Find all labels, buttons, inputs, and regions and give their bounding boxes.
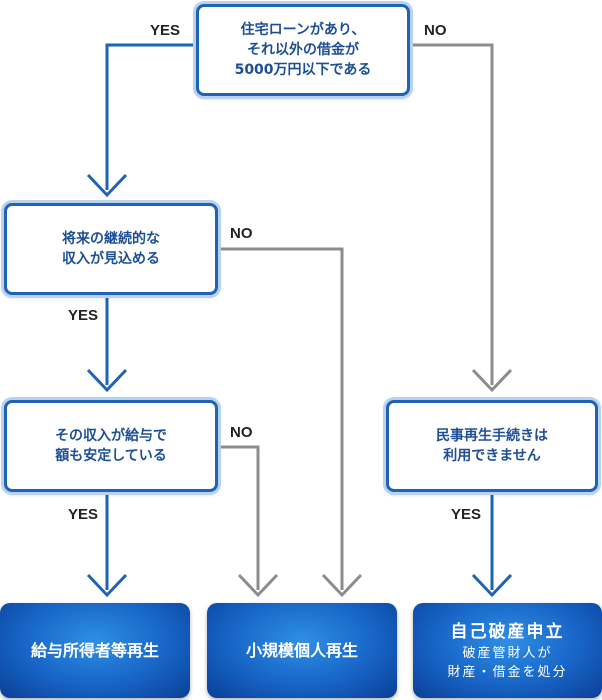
civil-rehabilitation-unavailable-line-2: 利用できません: [443, 448, 541, 464]
q1-yes-label: YES: [150, 22, 181, 39]
q3-yes-arrowhead: [86, 573, 128, 598]
result-bankruptcy-petition-sub-2: 財産・借金を処分: [447, 664, 568, 680]
q2-no-arrowhead: [321, 573, 363, 598]
civil-rehabilitation-unavailable-box: 民事再生手続きは 利用できません: [386, 400, 598, 492]
result-bankruptcy-petition-sub-1: 破産管財人が: [462, 645, 553, 661]
question-stable-salary-line-2: 額も安定している: [55, 448, 167, 464]
q2-no-label: NO: [230, 225, 253, 242]
result-bankruptcy-petition: 自己破産申立 破産管財人が 財産・借金を処分: [413, 603, 602, 698]
question-future-income-box: 将来の継続的な 収入が見込める: [4, 203, 218, 295]
result-bankruptcy-petition-title: 自己破産申立: [450, 621, 565, 642]
civil-rehabilitation-unavailable-line-1: 民事再生手続きは: [436, 428, 548, 444]
question-future-income-line-2: 収入が見込める: [62, 251, 160, 267]
q1-no-arrowhead: [471, 368, 513, 393]
result-small-scale-rehabilitation: 小規模個人再生: [207, 603, 397, 698]
q1-yes-arrowhead: [86, 173, 128, 198]
question-stable-salary-line-1: その収入が給与で: [55, 428, 167, 444]
question-mortgage-debt-box: 住宅ローンがあり、 それ以外の借金が 5000万円以下である: [196, 4, 410, 96]
q2-yes-label: YES: [68, 307, 99, 324]
note-yes-arrowhead: [471, 573, 513, 598]
result-salary-earner-rehabilitation-title: 給与所得者等再生: [30, 640, 159, 660]
result-small-scale-rehabilitation-title: 小規模個人再生: [245, 640, 358, 660]
q3-no-arrowhead: [237, 573, 279, 598]
q3-no-connector: [218, 445, 260, 590]
q1-no-connector: [410, 43, 494, 385]
q3-yes-label: YES: [68, 506, 99, 523]
q2-no-connector: [218, 247, 344, 590]
note-yes-label: YES: [451, 506, 482, 523]
q3-no-label: NO: [230, 424, 253, 441]
question-future-income-line-1: 将来の継続的な: [62, 231, 160, 247]
result-salary-earner-rehabilitation: 給与所得者等再生: [0, 603, 190, 698]
q1-no-label: NO: [424, 22, 447, 39]
question-mortgage-debt-line-3: 5000万円以下である: [234, 62, 372, 78]
question-mortgage-debt-line-1: 住宅ローンがあり、: [240, 22, 366, 38]
q2-yes-arrowhead: [86, 368, 128, 393]
question-mortgage-debt-line-2: それ以外の借金が: [246, 42, 359, 58]
q1-yes-connector: [105, 43, 195, 190]
question-stable-salary-box: その収入が給与で 額も安定している: [4, 400, 218, 492]
